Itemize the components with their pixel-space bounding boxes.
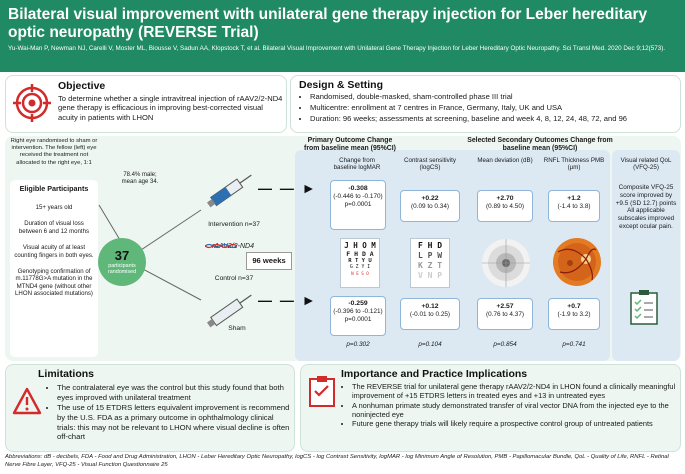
design-card: Design & Setting Randomised, double-mask… [290,75,681,133]
result-value: +2.57 [496,303,514,310]
result-box-intervention: +0.22 (0.09 to 0.34) [400,190,460,222]
limitations-list: The contralateral eye was the control bu… [46,383,291,443]
participants-count: 37 [114,248,130,263]
chart-line: K Z T [417,261,443,270]
result-value: +0.12 [421,303,439,310]
result-box-control: +2.57 (0.76 to 4.37) [477,298,533,330]
arrow-right-icon: — — ► [258,292,318,308]
result-value: +0.7 [567,303,581,310]
criteria-item: Duration of visual loss between 6 and 12… [18,220,90,235]
header-banner [0,0,685,72]
p-value: p=0.104 [418,341,442,348]
drug-name: rAAV2/2-ND4 [211,243,255,250]
limitation-bullet: The contralateral eye was the control bu… [57,383,291,402]
chart-line: R T Y U [348,258,372,264]
objective-heading: Objective [58,80,106,92]
result-box-control: +0.12 (-0.01 to 0.25) [400,298,460,330]
p-value: p=0.854 [493,341,517,348]
p-value: p=0.741 [562,341,586,348]
column-label: Change from baseline logMAR [333,157,381,172]
limitations-card: Limitations The contralateral eye was th… [5,364,295,452]
result-value: +2.70 [496,195,514,202]
abbreviations: Abbreviations: dB - decibels, FDA - Food… [5,454,669,468]
sham-syringe-icon [200,290,260,330]
qol-panel [612,150,680,361]
limitations-heading: Limitations [38,368,95,380]
intervention-syringe-icon [200,170,260,210]
result-box-control: -0.259 (-0.396 to -0.121) p=0.0001 [330,296,386,336]
target-icon [13,84,51,122]
clipboard-icon [307,375,337,407]
design-bullet: Multicentre: enrollment at 7 centres in … [310,103,677,113]
chart-line: V N P [417,271,443,280]
criteria-item: Genotyping confirmation of m.11778G>A mu… [15,268,93,298]
result-ci: (0.89 to 4.50) [485,202,524,210]
visual-field-icon [480,236,532,290]
p-value: p=0.302 [346,341,370,348]
result-ci: (0.09 to 0.34) [410,202,449,210]
result-box-intervention: -0.308 (-0.446 to -0.170) p=0.0001 [330,180,386,230]
result-ci: (-0.396 to -0.121) p=0.0001 [333,307,383,323]
design-bullet: Duration: 96 weeks; assessments at scree… [310,114,677,124]
criteria-item: 15+ years old [35,204,73,211]
randomisation-note: Right eye randomised to sham or interven… [10,138,98,166]
result-ci: (-1.4 to 3.8) [557,202,591,210]
duration-box: 96 weeks [246,252,292,270]
participants-circle: 37 participants randomised [98,238,146,286]
result-value: -0.259 [348,300,368,307]
objective-text: To determine whether a single intravitre… [58,94,283,122]
result-value: +0.22 [421,195,439,202]
result-box-control: +0.7 (-1.9 to 3.2) [548,298,600,330]
primary-outcome-heading: Primary Outcome Change from baseline mea… [304,137,396,152]
criteria-item: Visual acuity of at least counting finge… [14,244,94,259]
retina-fundus-icon [552,236,602,288]
questionnaire-icon [628,290,662,326]
result-value: -0.308 [348,185,368,192]
design-list: Randomised, double-masked, sham-controll… [299,92,677,124]
implications-list: The REVERSE trial for unilateral gene th… [341,382,677,429]
chart-line: N E S O [351,271,369,276]
design-heading: Design & Setting [299,79,384,91]
result-box-intervention: +2.70 (0.89 to 4.50) [477,190,533,222]
chart-line: F H D [417,241,443,250]
visual-acuity-chart: J H O M F H D A R T Y U G Z Y I N E S O [340,238,380,288]
eligibility-card: Eligible Participants 15+ years old Dura… [10,180,98,357]
page-title: Bilateral visual improvement with unilat… [8,6,648,41]
result-box-intervention: +1.2 (-1.4 to 3.8) [548,190,600,222]
contrast-sensitivity-chart: F H D L P W K Z T V N P [410,238,450,288]
result-ci: (-0.446 to -0.170) p=0.0001 [333,192,383,208]
control-label: Control n=37 [214,275,254,282]
dna-icon [204,236,238,249]
result-ci: (-0.01 to 0.25) [409,310,451,318]
warning-icon [12,387,42,415]
column-label: Mean deviation (dB) [477,157,533,164]
implication-bullet: The REVERSE trial for unilateral gene th… [352,382,677,400]
implications-card: Importance and Practice Implications The… [300,364,681,452]
chart-line: F H D A [346,250,374,258]
result-ci: (0.76 to 4.37) [485,310,524,318]
implication-bullet: A nonhuman primate study demonstrated tr… [352,401,677,419]
demographics: 78.4% male; mean age 34. [121,172,159,186]
arrow-right-icon: — — ► [258,180,318,196]
intervention-label: Intervention n=37 [208,221,260,228]
implications-heading: Importance and Practice Implications [341,368,528,380]
limitation-bullet: The use of 15 ETDRS letters equivalent i… [57,403,291,441]
secondary-outcome-heading: Selected Secondary Outcomes Change from … [467,137,613,152]
objective-card: Objective To determine whether a single … [5,75,287,133]
column-label: Contrast sensitivity (logCS) [404,157,456,172]
chart-line: G Z Y I [349,265,371,270]
sham-label: Sham [228,325,246,332]
qol-text: Composite VFQ-25 score improved by +9.5 … [615,184,677,230]
column-label: RNFL Thickness PMB (µm) [543,157,605,172]
chart-line: J H O M [344,241,376,250]
participants-label: participants randomised [107,263,137,275]
implication-bullet: Future gene therapy trials will likely r… [352,419,677,428]
result-value: +1.2 [567,195,581,202]
result-ci: (-1.9 to 3.2) [557,310,591,318]
eligibility-heading: Eligible Participants [19,184,89,193]
chart-line: L P W [417,251,443,260]
citation: Yu-Wai-Man P, Newman NJ, Carelli V, Most… [8,45,666,52]
design-bullet: Randomised, double-masked, sham-controll… [310,92,677,102]
qol-label: Visual related QoL (VFQ-25) [620,157,672,172]
